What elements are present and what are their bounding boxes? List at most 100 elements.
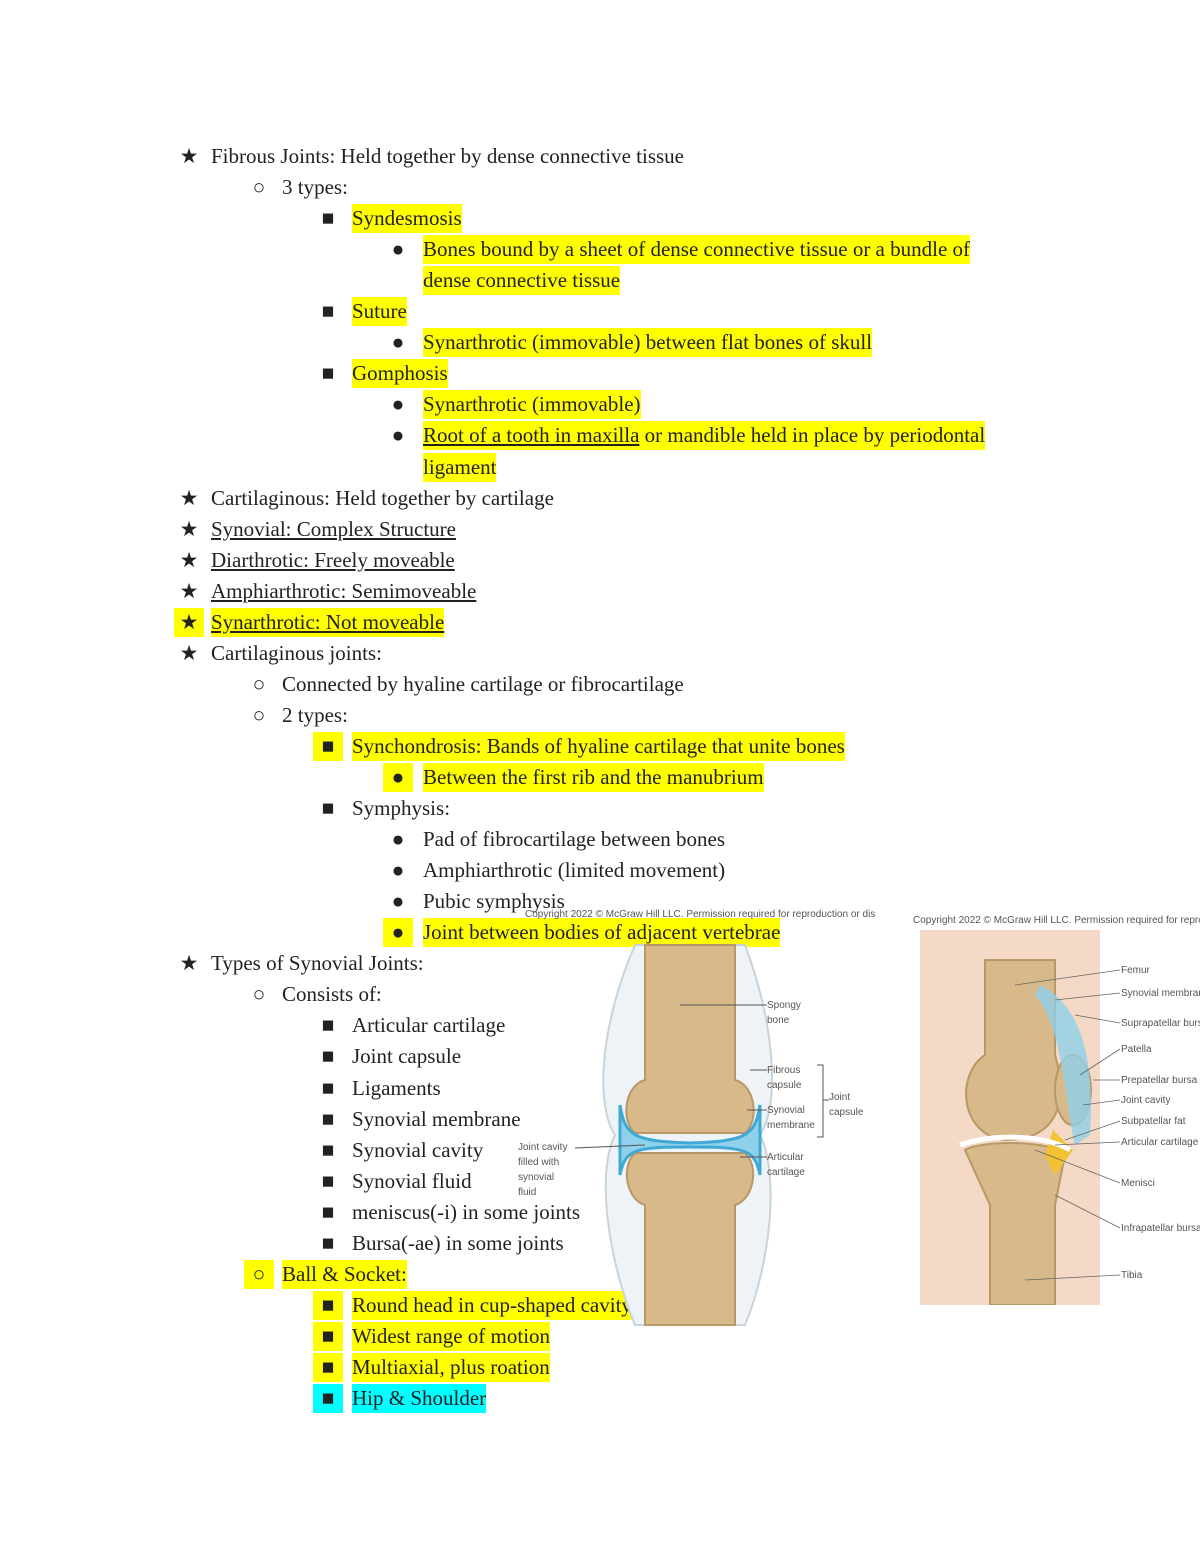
outline-text: Synchondrosis: Bands of hyaline cartilag… bbox=[352, 731, 845, 761]
outline-line: ●Between the first rib and the manubrium bbox=[0, 763, 1200, 792]
bullet-marker: ■ bbox=[313, 1352, 343, 1382]
outline-text: Synarthrotic (immovable) between flat bo… bbox=[423, 328, 873, 358]
knee-label: Menisci bbox=[1121, 1178, 1155, 1189]
outline-line: ■ Synovial fluid bbox=[0, 1167, 1200, 1196]
outline-text: Connected by hyaline cartilage or fibroc… bbox=[282, 671, 684, 696]
bullet-marker: ■ bbox=[321, 1075, 335, 1100]
outline-text: Types of Synovial Joints: bbox=[211, 951, 424, 976]
bullet-marker: ■ bbox=[321, 206, 335, 231]
outline-line: ■Joint capsule bbox=[0, 1042, 1200, 1071]
bullet-marker: ■ bbox=[321, 1106, 335, 1131]
bullet-marker: ■ bbox=[313, 1290, 343, 1320]
outline-text: Joint capsule bbox=[352, 1044, 462, 1069]
bullet-marker: ■ bbox=[321, 361, 335, 386]
outline-text: Hip & Shoulder bbox=[352, 1384, 487, 1413]
outline-line: ■ Synchondrosis: Bands of hyaline cartila… bbox=[0, 731, 1200, 761]
knee-label: Suprapatellar bursa bbox=[1121, 1018, 1200, 1029]
outline-text: 2 types: bbox=[282, 702, 348, 727]
outline-text: Synovial fluid bbox=[352, 1168, 472, 1193]
leader-line bbox=[1014, 969, 1121, 986]
leader-line bbox=[1024, 1274, 1121, 1281]
outline-line: ● Bones bound by a sheet of dense connect… bbox=[0, 235, 1200, 265]
outline-text: Suture bbox=[352, 297, 407, 327]
knee-label: Infrapatellar bursa bbox=[1121, 1223, 1200, 1234]
outline-text: Cartilaginous joints: bbox=[211, 640, 382, 665]
leader-line bbox=[1054, 1194, 1121, 1229]
outline-line: ★Diarthrotic: Freely moveable bbox=[0, 546, 1200, 575]
leader-line bbox=[1079, 1048, 1121, 1076]
leader-line bbox=[1074, 1014, 1121, 1024]
bullet-marker: ■ bbox=[313, 731, 343, 761]
outline-line: ■ meniscus(-i) in some joints bbox=[0, 1198, 1200, 1227]
figure1-copyright: Copyright 2022 © McGraw Hill LLC. Permis… bbox=[525, 909, 875, 920]
outline-text: 3 types: bbox=[282, 175, 348, 200]
figure2-copyright: Copyright 2022 © McGraw Hill LLC. Permis… bbox=[913, 915, 1200, 926]
outline-line: ●Joint between bodies of adjacent verteb… bbox=[0, 918, 1200, 948]
outline-text: meniscus(-i) in some joints bbox=[352, 1199, 581, 1224]
outline-line: ■Articular cartilage bbox=[0, 1011, 1200, 1040]
lower-bone-shape bbox=[625, 1152, 755, 1326]
bullet-marker: ★ bbox=[179, 516, 199, 541]
outline-line: ○3 types: bbox=[0, 173, 1200, 202]
leader-line bbox=[1082, 1099, 1121, 1106]
bullet-marker: ■ bbox=[321, 1199, 335, 1224]
synovial-joint-figure: Copyright 2022 © McGraw Hill LLC. Permis… bbox=[518, 909, 875, 1326]
outline-line: ★Types of Synovial Joints: bbox=[0, 949, 1200, 978]
outline-line: ■Ligaments bbox=[0, 1074, 1200, 1103]
outline-line: ★Synovial: Complex Structure bbox=[0, 515, 1200, 544]
outline-text: Diarthrotic: Freely moveable bbox=[211, 547, 455, 572]
bullet-marker: ● bbox=[383, 763, 413, 792]
outline-text: Amphiarthrotic: Semimoveable bbox=[211, 578, 477, 603]
bullet-marker: ○ bbox=[244, 1259, 274, 1289]
knee-label: Synovial membrane bbox=[1121, 988, 1200, 999]
knee-label: Patella bbox=[1121, 1044, 1152, 1055]
outline-text: Joint between bodies of adjacent vertebr… bbox=[423, 918, 781, 948]
outline-text-part: or mandible held in place by periodontal bbox=[639, 423, 986, 448]
outline-line: ★Amphiarthrotic: Semimoveable bbox=[0, 577, 1200, 606]
outline-text: Bones bound by a sheet of dense connecti… bbox=[423, 235, 971, 265]
outline-text: Synovial cavity bbox=[352, 1137, 484, 1162]
outline-text: Root of a tooth in maxilla or mandible h… bbox=[423, 421, 986, 451]
bullet-marker: ● bbox=[391, 858, 405, 883]
outline-line: ■ Synovial membrane bbox=[0, 1105, 1200, 1134]
outline-text: Round head in cup-shaped cavity bbox=[352, 1290, 632, 1320]
outline-text: Gomphosis bbox=[352, 359, 448, 389]
outline-line: ligament bbox=[0, 452, 1200, 482]
outline-text: Synovial membrane bbox=[352, 1106, 521, 1131]
bullet-marker: ● bbox=[391, 827, 405, 852]
knee-label: Tibia bbox=[1121, 1270, 1143, 1281]
bullet-marker: ● bbox=[391, 237, 405, 262]
outline-text: Cartilaginous: Held together by cartilag… bbox=[211, 485, 554, 510]
outline-line: ○Ball & Socket: bbox=[0, 1259, 1200, 1289]
outline-line: ■Bursa(-ae) in some joints bbox=[0, 1229, 1200, 1258]
outline-text: Multiaxial, plus roation bbox=[352, 1352, 550, 1382]
outline-line: ■ Gomphosis bbox=[0, 359, 1200, 389]
bullet-marker: ★ bbox=[174, 607, 204, 637]
knee-label: Joint cavity bbox=[1121, 1095, 1170, 1106]
outline-line: ■ Round head in cup-shaped cavity bbox=[0, 1290, 1200, 1320]
outline-line: ○2 types: bbox=[0, 701, 1200, 730]
bullet-marker: ● bbox=[391, 330, 405, 355]
leader-line bbox=[1064, 1120, 1121, 1141]
knee-label: Articular cartilage bbox=[1121, 1137, 1199, 1148]
bullet-marker: ■ bbox=[321, 1168, 335, 1193]
outline-line: ■Symphysis: bbox=[0, 794, 1200, 823]
outline-line: dense connective tissue bbox=[0, 266, 1200, 296]
bullet-marker: ● bbox=[391, 392, 405, 417]
synovial-membrane-shape bbox=[1035, 985, 1091, 1145]
outline-text: Articular cartilage bbox=[352, 1013, 506, 1038]
bullet-marker: ■ bbox=[313, 1384, 343, 1413]
outline-text: Pad of fibrocartilage between bones bbox=[423, 827, 726, 852]
outline-line: ○Connected by hyaline cartilage or fibro… bbox=[0, 670, 1200, 699]
knee-label: Femur bbox=[1121, 965, 1151, 976]
outline-text: Symphysis: bbox=[352, 796, 451, 821]
bracket bbox=[817, 1064, 829, 1138]
outline-line: ●Synarthrotic (immovable) bbox=[0, 390, 1200, 420]
outline-line: ■Widest range of motion bbox=[0, 1321, 1200, 1351]
outline-line: ■Syndesmosis bbox=[0, 204, 1200, 234]
outline-line: ■ Multiaxial, plus roation bbox=[0, 1352, 1200, 1382]
